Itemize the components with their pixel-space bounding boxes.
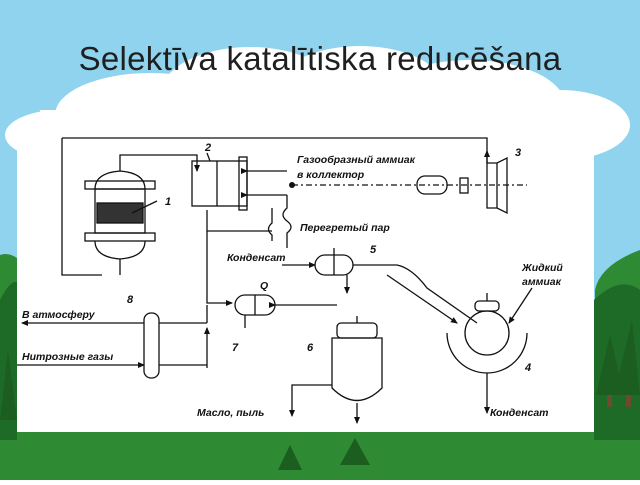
label-condensate-bottom: Конденсат	[490, 407, 549, 419]
heater-7	[234, 294, 337, 328]
equipment-number-8: 8	[127, 294, 134, 306]
evaporator-4	[386, 274, 533, 414]
label-nitrous-gases: Нитрозные газы	[22, 351, 113, 363]
slide-title: Selektīva katalītiska reducēšana	[78, 40, 562, 77]
label-ammonia-gas: Газообразный аммиак	[297, 154, 416, 166]
label-oil-dust: Масло, пыль	[197, 407, 264, 419]
reactor-1	[84, 154, 200, 275]
equipment-number-2: 2	[204, 142, 211, 154]
equipment-number-1: 1	[165, 196, 171, 208]
label-to-atmosphere: В атмосферу	[22, 309, 96, 321]
label-condensate-top: Конденсат	[227, 252, 286, 264]
equipment-number-4: 4	[524, 362, 531, 374]
label-liquid-ammonia-1: Жидкий	[521, 262, 563, 274]
absorber-8	[17, 305, 210, 379]
label-liquid-ammonia-2: аммиак	[522, 276, 562, 288]
label-superheated-steam: Перегретый пар	[300, 222, 390, 234]
equipment-number-6: 6	[307, 342, 314, 354]
process-diagram: Газообразный аммиак в коллектор Перегрет…	[17, 123, 594, 432]
equipment-number-5: 5	[370, 244, 377, 256]
turbine-3	[484, 150, 508, 215]
heat-exchanger-2	[191, 152, 287, 211]
superheater-5	[282, 241, 478, 324]
process-flow-schematic: Газообразный аммиак в коллектор Перегрет…	[17, 137, 563, 424]
label-to-collector: в коллектор	[297, 169, 365, 181]
equipment-number-7: 7	[232, 342, 239, 354]
label-heat-q: Q	[260, 280, 268, 292]
equipment-number-3: 3	[515, 147, 521, 159]
filter-6	[289, 316, 383, 424]
